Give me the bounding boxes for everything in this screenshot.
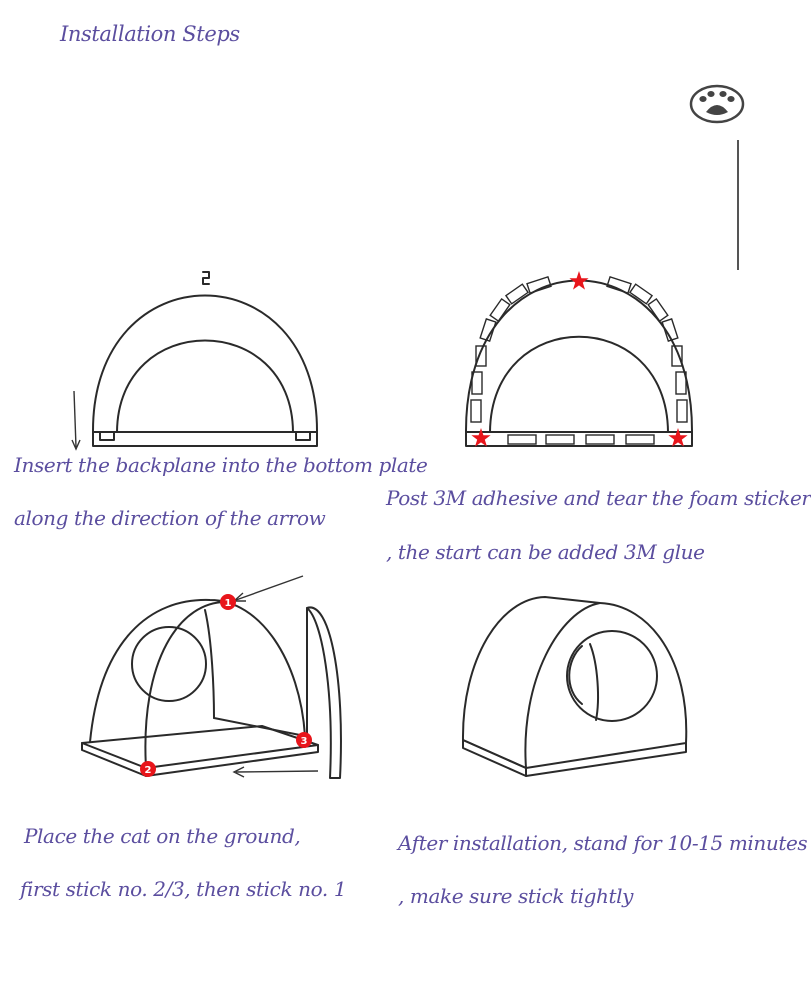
svg-text:1: 1	[225, 598, 232, 609]
step3-text-line1: Place the cat on the ground,	[24, 824, 301, 848]
bottom-plate	[92, 431, 318, 447]
step1-text-line1: Insert the backplane into the bottom pla…	[14, 453, 428, 477]
down-arrow	[71, 390, 81, 451]
step4-text-line1: After installation, stand for 10-15 minu…	[398, 831, 808, 855]
step3-text-line2: first stick no. 2/3, then stick no. 1	[20, 877, 347, 901]
badge-1: 1	[220, 594, 236, 610]
svg-text:3: 3	[301, 736, 308, 747]
badge-3: 3	[296, 732, 312, 748]
step4-diagram	[461, 596, 688, 777]
backplane-arch	[91, 271, 319, 433]
step1-text-line2: along the direction of the arrow	[14, 506, 326, 530]
step2-text-line1: Post 3M adhesive and tear the foam stick…	[386, 486, 811, 510]
step2-text-line2: , the start can be added 3M glue	[386, 540, 705, 564]
arrow-to-plate	[232, 766, 319, 778]
paw-print-icon	[689, 84, 745, 124]
foam-sticker-pads	[470, 275, 688, 445]
svg-text:2: 2	[145, 765, 152, 776]
star-icon	[471, 271, 688, 447]
page-title: Installation Steps	[60, 22, 240, 46]
step4-text-line2: , make sure stick tightly	[398, 884, 634, 908]
step3-diagram: 1 2 3	[81, 575, 342, 779]
step1-diagram	[71, 271, 319, 451]
divider-line	[737, 140, 739, 270]
badge-2: 2	[140, 761, 156, 777]
step2-diagram	[464, 271, 694, 447]
